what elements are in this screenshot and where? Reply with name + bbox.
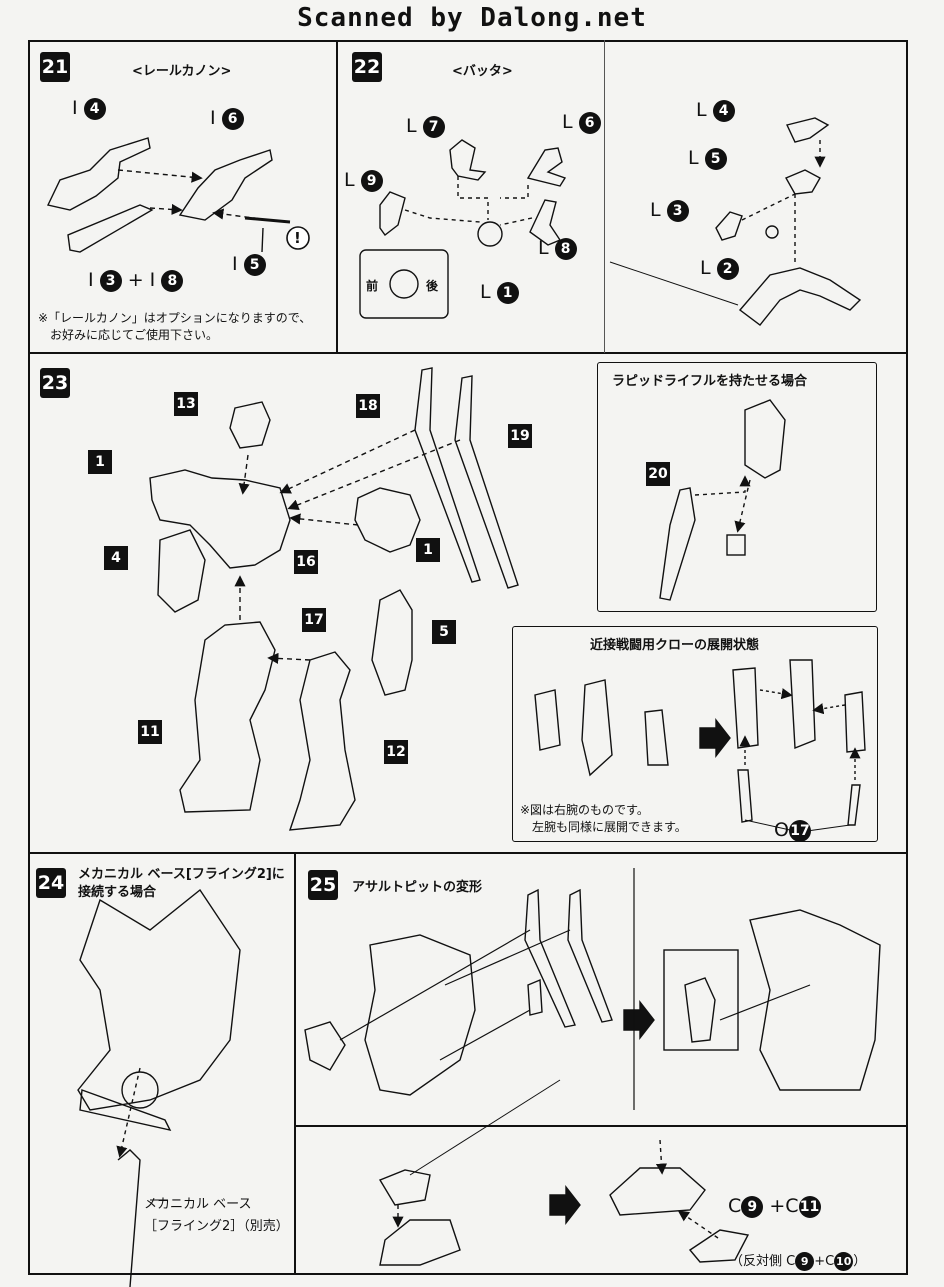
- rapid-rifle-inset: [597, 362, 877, 612]
- part-label-i3-i8: I 3 + I 8: [88, 268, 184, 292]
- instruction-page-frame: [28, 40, 908, 1275]
- transform-arrow: [623, 999, 655, 1041]
- flying-base-callout: メカニカル ベース ［フライング2］（別売）: [144, 1197, 289, 1234]
- part-16: 16: [294, 550, 318, 574]
- step-22-title: <バッタ>: [452, 64, 513, 79]
- part-label-l3-right: L 3: [650, 198, 689, 222]
- part-label-l9: L 9: [344, 168, 383, 192]
- part-20: 20: [646, 462, 670, 486]
- step-21-number: 21: [40, 52, 70, 82]
- part-4: 4: [104, 546, 128, 570]
- divider-row2: [28, 852, 908, 854]
- part-label-l5-right: L 5: [688, 146, 727, 170]
- step-21-note: ※「レールカノン」はオプションになりますので、 お好みに応じてご使用下さい。: [38, 311, 312, 342]
- robot-assembly-drawing: [149, 367, 519, 831]
- divider-row1: [28, 352, 908, 354]
- scan-header: Scanned by Dalong.net: [0, 0, 944, 38]
- claw-inset-drawing: [534, 659, 866, 833]
- grasshopper-legs-drawing: [379, 117, 862, 326]
- divider-25-bottom: [294, 1125, 908, 1127]
- claw-arrow: [699, 717, 731, 759]
- part-5: 5: [432, 620, 456, 644]
- part-label-i4: I 4: [72, 96, 106, 120]
- part-19: 19: [508, 424, 532, 448]
- step-25-number: 25: [308, 870, 338, 900]
- caution-icon: !: [294, 229, 301, 247]
- transform-arrow-2: [549, 1184, 581, 1226]
- step-25-title: アサルトピットの変形: [352, 880, 483, 895]
- part-1-shoulder: 1: [416, 538, 440, 562]
- part-17: 17: [302, 608, 326, 632]
- part-label-l1: L 1: [480, 280, 519, 304]
- part-18: 18: [356, 394, 380, 418]
- dial-front-label: 前: [366, 279, 379, 293]
- part-12: 12: [384, 740, 408, 764]
- assault-pit-drawing: [304, 888, 881, 1266]
- part-label-l8: L 8: [538, 236, 577, 260]
- claw-inset: [512, 626, 878, 842]
- dial-back-label: 後: [426, 279, 439, 293]
- divider-24-25: [294, 852, 296, 1275]
- part-label-l6: L 6: [562, 110, 601, 134]
- claw-part-label: O17: [774, 819, 811, 842]
- step-22-number: 22: [352, 52, 382, 82]
- header-text: Scanned by Dalong.net: [297, 3, 647, 33]
- flying-base-drawing: [77, 888, 241, 1287]
- step-23-number: 23: [40, 368, 70, 398]
- part-11: 11: [138, 720, 162, 744]
- divider-21-22: [336, 40, 338, 353]
- part-1-body: 1: [88, 450, 112, 474]
- claw-inset-note: ※図は右腕のものです。 左腕も同様に展開できます。: [520, 803, 687, 834]
- step-24-title: メカニカル ベース[フライング2]に 接続する場合: [78, 867, 285, 900]
- part-label-i6: I 6: [210, 106, 244, 130]
- claw-inset-title: 近接戦闘用クローの展開状態: [590, 638, 760, 653]
- part-label-l7: L 7: [406, 114, 445, 138]
- part-label-l4-right: L 4: [696, 98, 735, 122]
- part-13: 13: [174, 392, 198, 416]
- part-label-i5: I 5: [232, 252, 266, 276]
- rapid-rifle-inset-title: ラピッドライフルを持たせる場合: [612, 374, 808, 389]
- divider-22-inner: [604, 40, 605, 353]
- rapid-rifle-inset-drawing: [659, 399, 786, 601]
- rail-cannon-drawing: [46, 137, 291, 253]
- part-label-l2-right: L 2: [700, 256, 739, 280]
- step-24-number: 24: [36, 868, 66, 898]
- step-21-title: <レールカノン>: [132, 64, 232, 79]
